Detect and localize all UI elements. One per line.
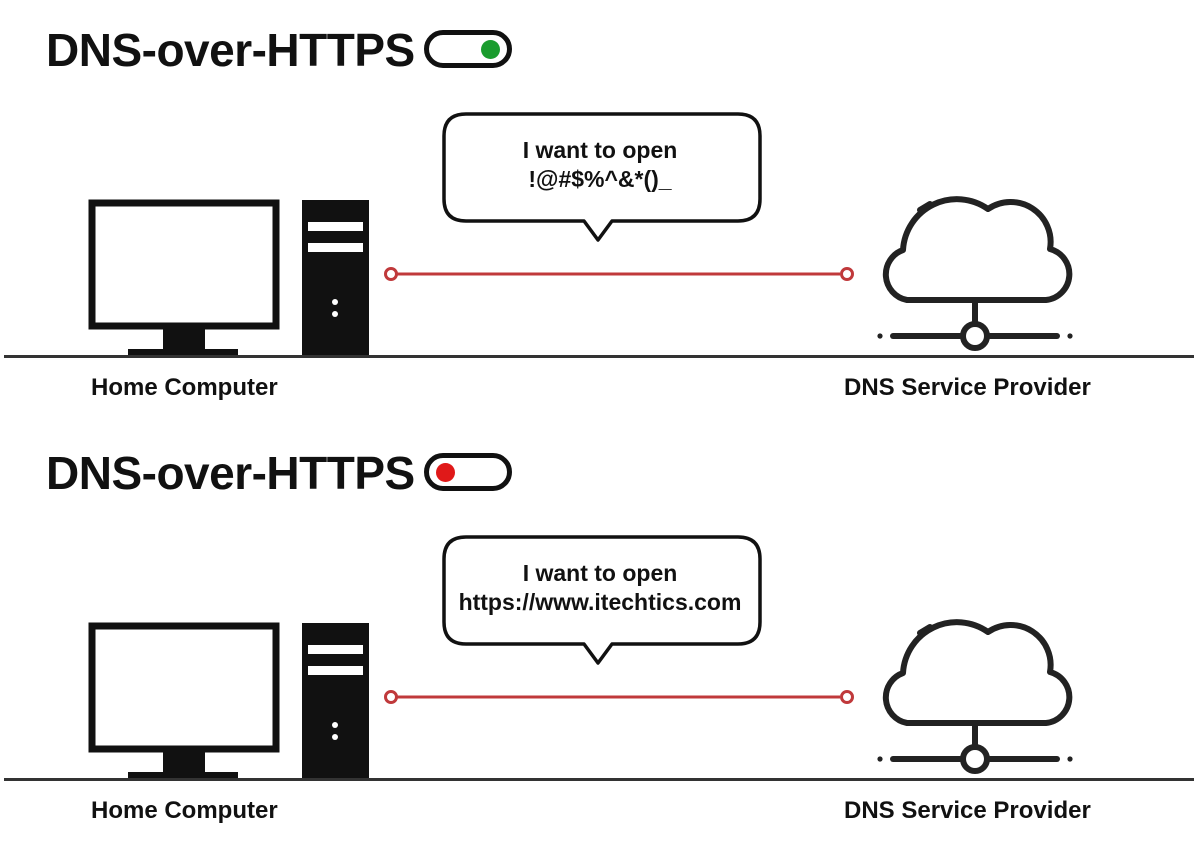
dns-provider-label: DNS Service Provider: [844, 797, 1091, 824]
pc-tower-icon: [302, 200, 369, 357]
doh-toggle-switch[interactable]: [424, 453, 512, 491]
bubble-line-2: !@#$%^&*()_: [528, 166, 672, 192]
doh-toggle-switch[interactable]: [424, 30, 512, 68]
speech-bubble: [442, 535, 762, 665]
panel-title: DNS-over-HTTPS: [46, 24, 415, 76]
network-diagram: [4, 535, 1194, 781]
toggle-knob: [436, 463, 455, 482]
home-computer-label: Home Computer: [91, 797, 278, 824]
ground-line: [4, 778, 1194, 781]
network-diagram: [4, 112, 1194, 358]
ground-line: [4, 355, 1194, 358]
bubble-message: I want to open https://www.itechtics.com: [445, 559, 755, 617]
cloud-server-icon: [877, 196, 1073, 351]
dns-provider-label: DNS Service Provider: [844, 374, 1091, 401]
panel-title: DNS-over-HTTPS: [46, 447, 415, 499]
bubble-line-1: I want to open: [522, 560, 678, 586]
connection-line: [384, 690, 854, 704]
bubble-line-1: I want to open: [522, 137, 678, 163]
doh-disabled-panel: DNS-over-HTTPS: [0, 423, 1200, 846]
bubble-line-2: https://www.itechtics.com: [458, 589, 742, 615]
connection-line: [384, 267, 854, 281]
home-computer-label: Home Computer: [91, 374, 278, 401]
doh-enabled-panel: DNS-over-HTTPS: [0, 0, 1200, 423]
toggle-knob: [481, 40, 500, 59]
speech-bubble: [442, 112, 762, 242]
pc-tower-icon: [302, 623, 369, 780]
bubble-message: I want to open !@#$%^&*()_: [445, 136, 755, 194]
monitor-icon: [88, 199, 280, 357]
cloud-server-icon: [877, 619, 1073, 774]
monitor-icon: [88, 622, 280, 780]
